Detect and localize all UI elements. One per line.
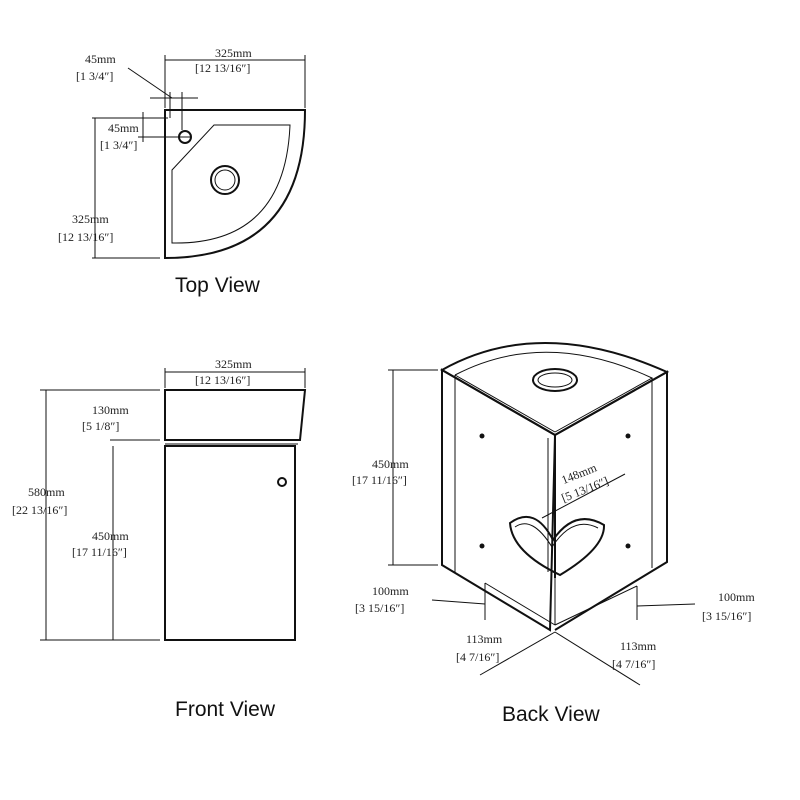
back-view: 450mm [17 11/16″] 148mm [5 13/16″] 100mm…	[352, 342, 755, 726]
top-depth-in: [12 13/16″]	[58, 230, 113, 244]
top-view: 325mm [12 13/16″] 45mm [1 3/4″] 45mm [1 …	[58, 46, 307, 297]
back-cutout-left-in: [3 15/16″]	[355, 601, 404, 615]
back-drain	[532, 368, 578, 392]
top-drain	[210, 165, 240, 195]
back-cutout-right-mm: 100mm	[718, 590, 755, 604]
back-height-mm: 450mm	[372, 457, 409, 471]
back-view-title: Back View	[502, 703, 600, 726]
front-view-title: Front View	[175, 698, 276, 721]
front-view: 325mm [12 13/16″] 130mm [5 1/8″] 580mm […	[12, 357, 307, 721]
back-cutout	[508, 515, 606, 577]
back-offset-left-mm: 113mm	[466, 632, 503, 646]
top-hole-x-in: [1 3/4″]	[76, 69, 113, 83]
front-cab-h-mm: 450mm	[92, 529, 129, 543]
top-basin-outline	[164, 109, 307, 260]
front-width-mm: 325mm	[215, 357, 252, 371]
top-hole-x-mm: 45mm	[85, 52, 116, 66]
top-depth-mm: 325mm	[72, 212, 109, 226]
back-height-in: [17 11/16″]	[352, 473, 407, 487]
top-hole-y-mm: 45mm	[108, 121, 139, 135]
front-width-in: [12 13/16″]	[195, 373, 250, 387]
top-width-in: [12 13/16″]	[195, 61, 250, 75]
back-cutout-right-in: [3 15/16″]	[702, 609, 751, 623]
top-bowl-outline	[171, 124, 291, 244]
back-top-cap	[439, 342, 670, 437]
front-total-h-mm: 580mm	[28, 485, 65, 499]
front-cabinet	[164, 445, 296, 641]
front-door-knob	[277, 477, 287, 487]
back-offset-right-mm: 113mm	[620, 639, 657, 653]
front-basin	[164, 389, 307, 441]
top-width-mm: 325mm	[215, 46, 252, 60]
front-total-h-in: [22 13/16″]	[12, 503, 67, 517]
front-basin-h-in: [5 1/8″]	[82, 419, 119, 433]
top-view-title: Top View	[175, 274, 261, 297]
back-offset-right-in: [4 7/16″]	[612, 657, 655, 671]
back-left-panel	[441, 368, 557, 632]
back-cutout-left-mm: 100mm	[372, 584, 409, 598]
front-basin-h-mm: 130mm	[92, 403, 129, 417]
back-right-panel	[554, 370, 668, 631]
top-drain-inner	[214, 169, 236, 191]
top-hole-y-in: [1 3/4″]	[100, 138, 137, 152]
front-cab-h-in: [17 11/16″]	[72, 545, 127, 559]
back-offset-left-in: [4 7/16″]	[456, 650, 499, 664]
